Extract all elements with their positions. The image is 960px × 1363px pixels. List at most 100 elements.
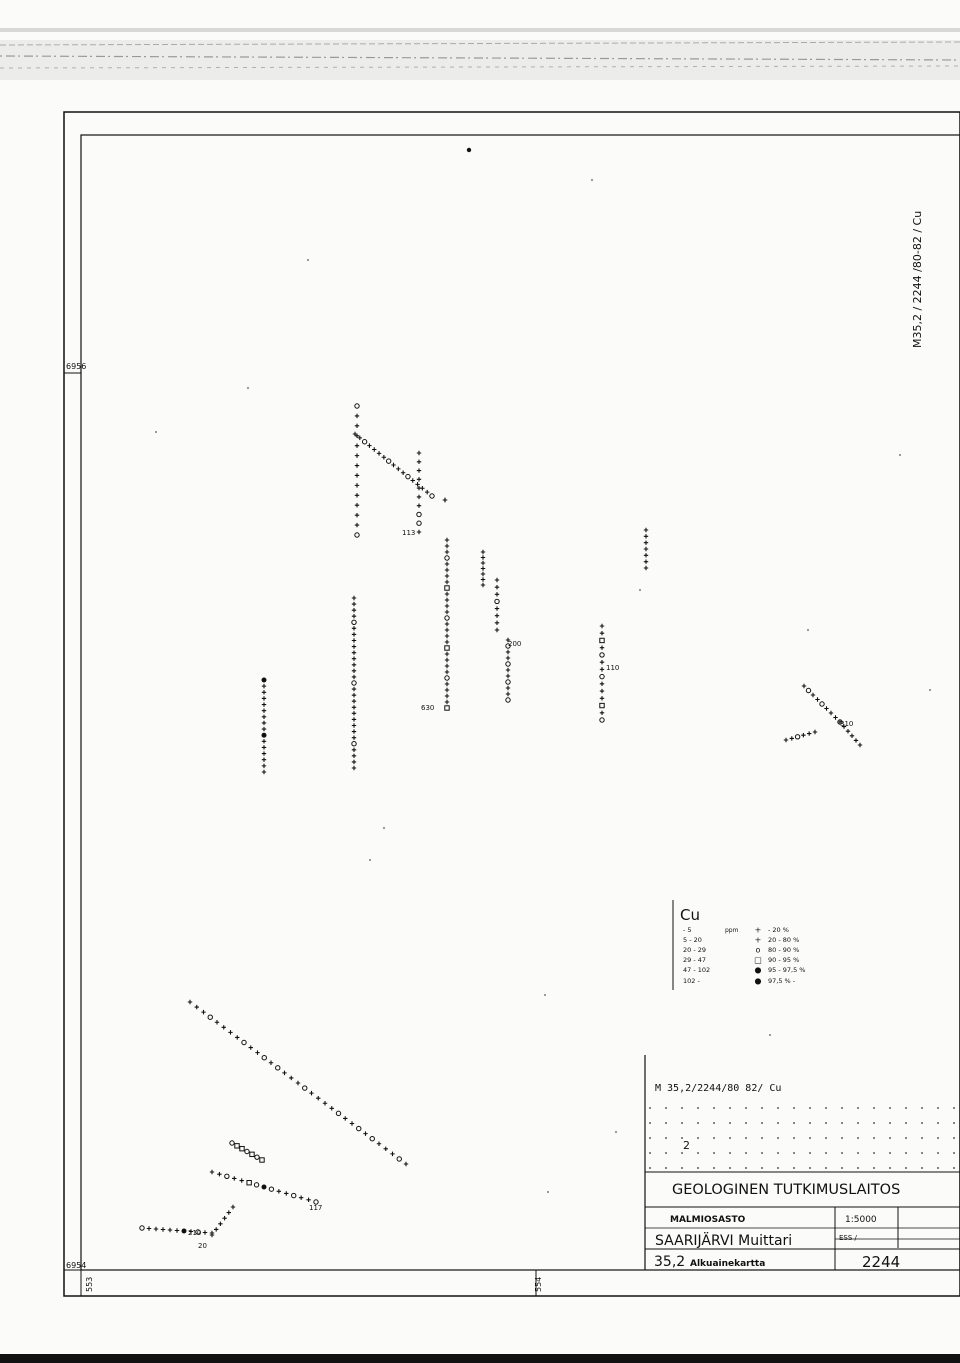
sample-point <box>261 763 267 769</box>
sample-point <box>505 649 511 655</box>
sample-point <box>494 613 500 618</box>
sample-point <box>391 462 396 468</box>
sample-point <box>403 1161 409 1167</box>
sample-point <box>444 633 450 639</box>
sample-point <box>505 661 511 667</box>
legend-range: 102 - <box>683 977 700 985</box>
legend-symbol: + <box>755 936 762 945</box>
legend-range: 29 - 47 <box>683 956 706 964</box>
sample-point <box>351 753 357 759</box>
legend-symbol: + <box>755 926 762 935</box>
sample-point <box>643 527 649 533</box>
sample-point <box>228 1030 233 1035</box>
sample-point <box>261 757 267 762</box>
sample-point <box>367 443 372 448</box>
sample-point <box>480 555 486 560</box>
legend-percent: 95 - 97,5 % <box>768 966 805 974</box>
sample-point <box>599 681 605 687</box>
sample-point <box>291 1192 297 1199</box>
sample-point <box>390 1151 395 1157</box>
sample-point <box>351 638 357 643</box>
sample-point <box>354 512 360 518</box>
sample-point <box>505 685 511 691</box>
sample-point <box>494 620 500 626</box>
sample-point <box>351 680 357 686</box>
sample-point <box>444 567 450 573</box>
sample-point <box>289 1075 294 1081</box>
location-name: SAARIJÄRVI Muittari <box>655 1231 792 1249</box>
sample-point <box>444 687 450 693</box>
legend-percent: 20 - 80 % <box>768 936 799 944</box>
sample-point <box>410 478 415 483</box>
sample-point <box>351 595 357 601</box>
sample-point <box>400 470 406 475</box>
sample-point <box>416 494 422 500</box>
sample-point <box>298 1195 304 1200</box>
sample-point <box>480 560 486 566</box>
map-scale: 1:5000 <box>845 1215 877 1225</box>
sample-point <box>146 1226 152 1231</box>
sample-point <box>160 1227 166 1232</box>
legend-percent: 97,5 % - <box>768 977 796 985</box>
sample-point <box>416 477 422 482</box>
sample-point <box>505 673 511 679</box>
sample-point <box>351 632 357 637</box>
sample-point <box>442 497 448 503</box>
sample-point <box>284 1191 289 1196</box>
sample-point <box>643 559 649 564</box>
sample-point <box>494 577 500 583</box>
sample-point <box>416 529 422 535</box>
sample-point <box>261 1054 267 1061</box>
sample-point <box>354 473 360 478</box>
sample-point <box>302 1085 308 1091</box>
sample-point <box>416 511 422 518</box>
sample-point <box>416 468 422 473</box>
map-type: Alkuainekartta <box>690 1259 765 1269</box>
sample-point <box>599 702 605 709</box>
sample-point <box>351 619 357 625</box>
sample-point <box>195 1229 201 1235</box>
sample-point <box>376 1141 382 1146</box>
sample-point <box>232 1176 237 1181</box>
sample-point <box>351 614 357 619</box>
sample-point <box>416 485 422 491</box>
sample-point <box>261 732 267 738</box>
sample-point <box>354 423 360 429</box>
sample-point <box>351 656 357 661</box>
sample-label-630: 630 <box>421 704 434 712</box>
sample-point <box>255 1050 260 1055</box>
sample-point <box>494 627 500 633</box>
sample-point <box>268 1060 274 1065</box>
sample-point <box>643 553 649 558</box>
grid-label-east-left: 553 <box>85 1277 94 1292</box>
sample-point <box>295 1080 301 1086</box>
sample-point <box>444 603 450 609</box>
sample-point <box>444 669 450 675</box>
sample-point <box>354 483 360 488</box>
title-block: M 35,2/2244/80 82/ Cu 2 GEOLOGINEN TUTKI… <box>644 1055 960 1271</box>
sample-label-20: 20 <box>198 1242 207 1250</box>
sample-point <box>805 687 812 694</box>
sample-point <box>396 466 401 472</box>
sample-point <box>246 1180 252 1186</box>
sample-point <box>807 731 812 736</box>
sample-point <box>599 688 605 694</box>
sample-point <box>217 1171 222 1177</box>
sample-point <box>309 1090 314 1096</box>
title-map-code: M 35,2/2244/80 82/ Cu <box>655 1083 781 1094</box>
sample-point <box>444 579 450 585</box>
sample-point <box>209 1232 215 1238</box>
sample-point <box>235 1035 240 1040</box>
sample-point <box>354 532 360 538</box>
sample-point <box>276 1189 282 1194</box>
legend-symbol: ● <box>755 977 762 986</box>
sample-point <box>444 561 450 567</box>
sample-label-310: 310 <box>840 720 853 728</box>
sample-point <box>351 668 357 674</box>
sample-point <box>372 447 377 452</box>
sample-point <box>599 696 605 701</box>
sample-point <box>444 615 450 621</box>
sample-point <box>444 675 450 681</box>
grid-label-north-upper: 6956 <box>66 362 86 371</box>
sample-point <box>313 1199 319 1205</box>
